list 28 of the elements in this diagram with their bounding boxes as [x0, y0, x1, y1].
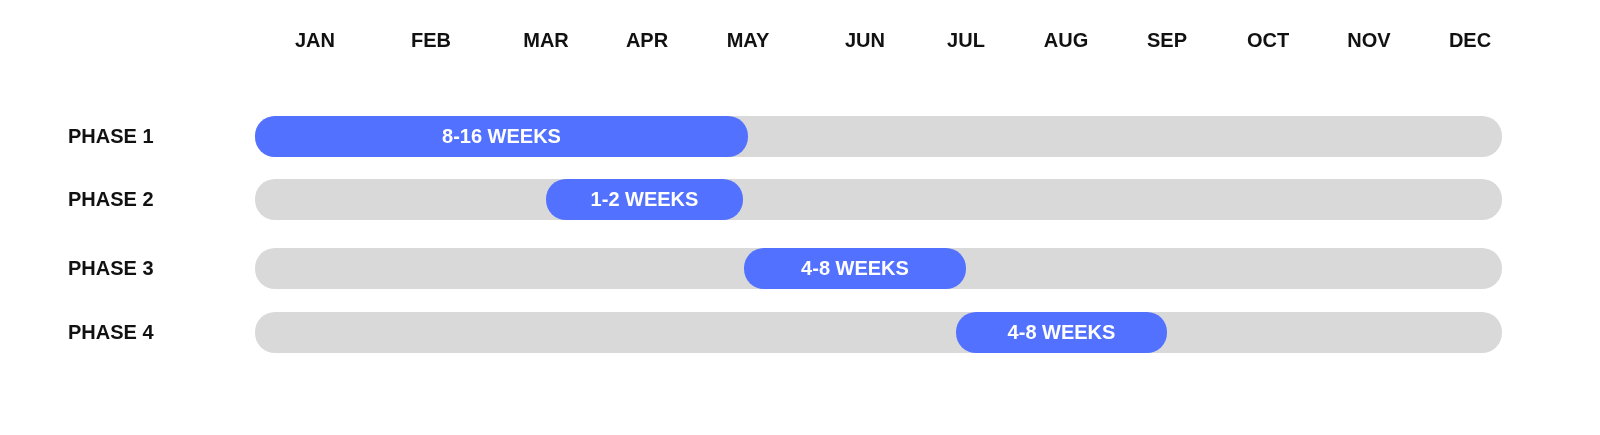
month-label: AUG	[1043, 29, 1089, 52]
phase-label: PHASE 2	[68, 188, 154, 211]
month-label: JUN	[845, 29, 885, 52]
duration-text: 8-16 WEEKS	[442, 125, 561, 148]
month-label: NOV	[1347, 29, 1391, 52]
month-label: OCT	[1246, 29, 1290, 52]
month-label: DEC	[1448, 29, 1492, 52]
duration-text: 4-8 WEEKS	[1007, 321, 1116, 344]
duration-text: 1-2 WEEKS	[590, 188, 699, 211]
duration-text: 4-8 WEEKS	[801, 257, 909, 280]
duration-bar	[744, 248, 966, 289]
timeline-track	[255, 312, 1502, 353]
month-label: FEB	[411, 29, 451, 52]
timeline-track	[255, 248, 1502, 289]
month-label: JAN	[295, 29, 335, 52]
duration-bar	[956, 312, 1167, 353]
phase-label: PHASE 4	[68, 321, 154, 344]
month-label: APR	[625, 29, 669, 52]
month-label: MAY	[726, 29, 770, 52]
month-label: SEP	[1147, 29, 1187, 52]
phase-label: PHASE 1	[68, 125, 154, 148]
timeline-track	[255, 179, 1502, 220]
duration-bar	[255, 116, 748, 157]
timeline-track	[255, 116, 1502, 157]
month-label: MAR	[523, 29, 569, 52]
duration-bar	[546, 179, 743, 220]
phase-label: PHASE 3	[68, 257, 154, 280]
month-label: JUL	[947, 29, 985, 52]
